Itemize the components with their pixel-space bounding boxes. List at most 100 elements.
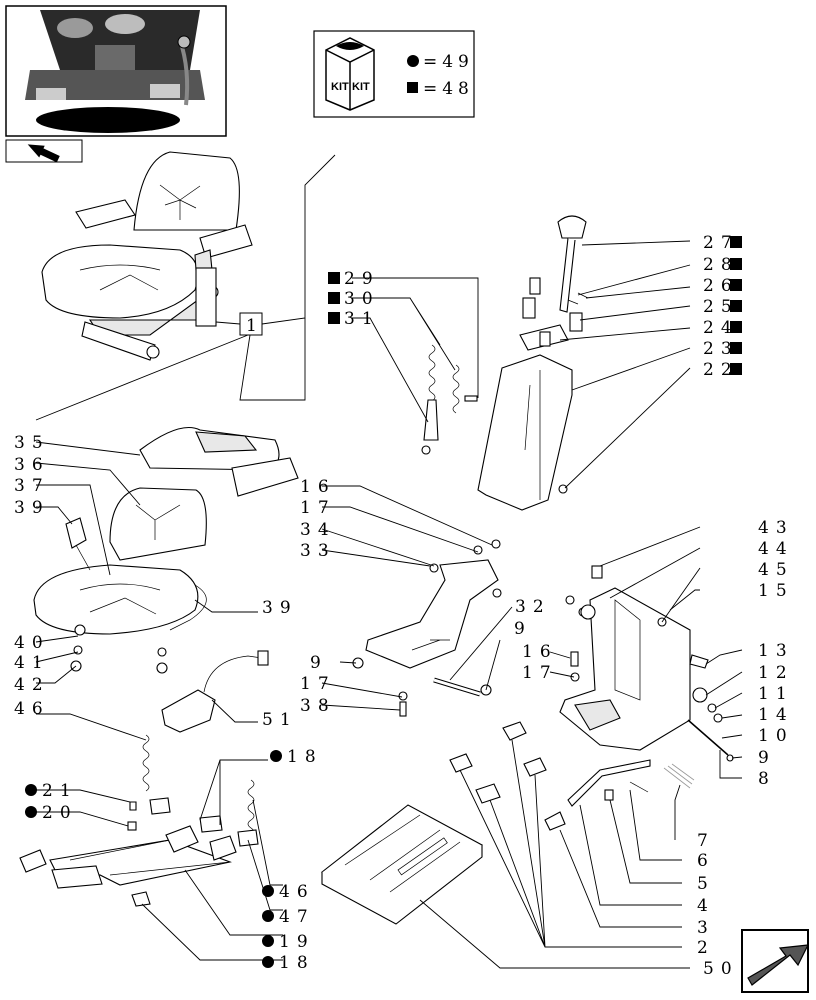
callout-c39b: 39 — [262, 598, 298, 618]
small-parts-drawing — [449, 721, 695, 831]
callout-c28: 28 — [703, 255, 742, 275]
callout-c34: 34 — [300, 520, 336, 540]
callout-number: 31 — [344, 309, 380, 329]
circle-marker-icon — [262, 910, 274, 922]
callout-number: 2 — [697, 938, 715, 958]
callout-number: 32 — [515, 597, 551, 617]
callout-c14: 14 — [758, 705, 794, 725]
lever-assembly-drawing — [477, 215, 589, 511]
callout-number: 18 — [279, 953, 315, 973]
kit-circle-text: =49 — [423, 52, 474, 72]
callout-c2: 2 — [697, 938, 715, 958]
middle-bracket-drawing — [352, 539, 502, 717]
callout-c6: 6 — [697, 851, 708, 871]
callout-c12: 12 — [758, 663, 794, 683]
callout-number: 11 — [758, 684, 794, 704]
callout-number: 42 — [14, 675, 50, 695]
square-marker-icon — [730, 363, 742, 375]
kit-box-icon: KIT KIT — [325, 37, 375, 111]
callout-c45: 45 — [758, 560, 794, 580]
callout-number: 14 — [758, 705, 794, 725]
callout-c19: 19 — [262, 932, 315, 952]
callout-c44: 44 — [758, 539, 794, 559]
callout-c24: 24 — [703, 318, 742, 338]
callout-number: 34 — [300, 520, 336, 540]
callout-number: 50 — [703, 959, 739, 979]
callout-number: 47 — [279, 907, 315, 927]
spring-kit-drawing — [421, 344, 478, 455]
circle-marker-icon — [25, 806, 37, 818]
callout-number: 39 — [14, 498, 50, 518]
slide-rail-drawing — [320, 804, 484, 925]
square-marker-icon — [328, 312, 340, 324]
callout-c38: 38 — [300, 696, 329, 716]
square-marker-icon — [730, 258, 742, 270]
callout-number: 9 — [758, 748, 776, 768]
callout-c8: 8 — [758, 769, 769, 789]
callout-c30: 30 — [328, 289, 373, 309]
exploded-seat-drawing — [33, 426, 299, 674]
callout-c51: 51 — [262, 710, 298, 730]
callout-number: 26 — [703, 276, 739, 296]
callout-c31: 31 — [328, 309, 380, 329]
callout-c25: 25 — [703, 297, 742, 317]
kit-label-right: KIT — [352, 81, 370, 93]
callout-c4: 4 — [697, 896, 715, 916]
callout-number: 36 — [14, 455, 50, 475]
callout-c17b: 17 — [300, 674, 336, 694]
callout-number: 17 — [300, 674, 336, 694]
callout-c27: 27 — [703, 233, 742, 253]
callout-number: 41 — [14, 653, 50, 673]
kit-label-left: KIT — [331, 81, 349, 93]
callout-number: 10 — [758, 726, 794, 746]
callout-c11: 11 — [758, 684, 794, 704]
kit-legend: KIT KIT =49 =48 — [313, 30, 475, 118]
circle-marker-icon — [270, 750, 282, 762]
callout-number: 22 — [703, 360, 739, 380]
right-bracket-drawing — [559, 565, 734, 762]
callout-c9a: 9 — [310, 653, 321, 673]
callout-number: 17 — [522, 663, 558, 683]
callout-number: 13 — [758, 641, 794, 661]
circle-marker-icon — [262, 885, 274, 897]
callout-number: 39 — [262, 598, 298, 618]
callout-number: 17 — [300, 498, 336, 518]
callout-number: 9 — [514, 619, 532, 639]
callout-labels: 2728262524232229303135363739394041424651… — [14, 233, 794, 979]
callout-c33: 33 — [300, 541, 336, 561]
back-arrow-icon[interactable] — [741, 929, 810, 993]
callout-number: 15 — [758, 581, 794, 601]
square-marker-icon — [328, 292, 340, 304]
assembled-seat-drawing — [41, 151, 253, 361]
callout-number: 4 — [697, 896, 715, 916]
callout-number: 40 — [14, 633, 50, 653]
callout-number: 33 — [300, 541, 336, 561]
square-marker-icon — [730, 321, 742, 333]
callout-number: 45 — [758, 560, 794, 580]
callout-c10: 10 — [758, 726, 794, 746]
callout-number: 51 — [262, 710, 298, 730]
callout-number: 7 — [697, 831, 715, 851]
callout-c7: 7 — [697, 831, 715, 851]
callout-number: 18 — [287, 747, 323, 767]
callout-number: 12 — [758, 663, 794, 683]
callout-number: 19 — [279, 932, 315, 952]
callout-c46b: 46 — [262, 882, 308, 902]
square-marker-icon — [730, 300, 742, 312]
callout-c41: 41 — [14, 653, 50, 673]
forward-arrow-icon[interactable] — [5, 139, 83, 165]
callout-c42: 42 — [14, 675, 50, 695]
callout-number: 16 — [522, 642, 558, 662]
callout-number: 3 — [697, 918, 715, 938]
kit-square-text: =48 — [423, 79, 474, 99]
callout-c20: 20 — [25, 803, 78, 823]
callout-number: 44 — [758, 539, 794, 559]
callout-c50: 50 — [703, 959, 739, 979]
callout-number: 23 — [703, 339, 739, 359]
suspension-drawing — [19, 734, 259, 907]
callout-c46a: 46 — [14, 699, 43, 719]
callout-number: 20 — [42, 803, 78, 823]
reference-box-label: 1 — [246, 316, 264, 336]
callout-number: 37 — [14, 476, 50, 496]
